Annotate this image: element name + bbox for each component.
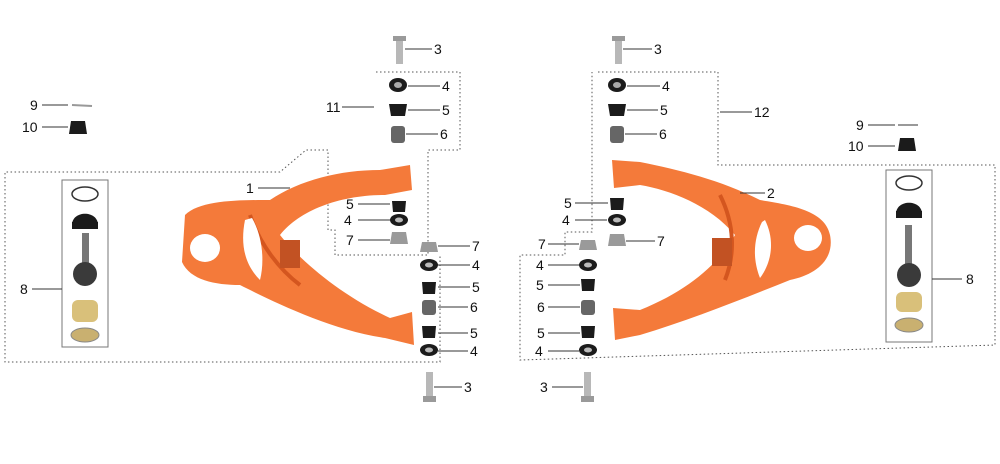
callout-3-right-bottom: 3 xyxy=(540,379,548,395)
callout-7-right-mid: 7 xyxy=(657,233,665,249)
left-ball-joint xyxy=(70,186,100,343)
right-top-stack xyxy=(608,36,626,143)
callout-3-left-bottom: 3 xyxy=(464,379,472,395)
callout-4-left-top: 4 xyxy=(442,78,450,94)
callout-8-left: 8 xyxy=(20,281,28,297)
callout-6-right-top: 6 xyxy=(659,126,667,142)
callout-5-right-top: 5 xyxy=(660,102,668,118)
callout-6-right-low: 6 xyxy=(537,299,545,315)
callout-7-left-mid: 7 xyxy=(346,232,354,248)
callout-4-right-bottom: 4 xyxy=(535,343,543,359)
left-assembly-outline xyxy=(4,71,461,363)
callout-5-left-top: 5 xyxy=(442,102,450,118)
callout-4-right-top: 4 xyxy=(662,78,670,94)
right-ball-joint-box xyxy=(885,169,933,343)
callout-9-right: 9 xyxy=(856,117,864,133)
callout-10-left: 10 xyxy=(22,119,38,135)
callout-9-left: 9 xyxy=(30,97,38,113)
left-cotter-pin xyxy=(71,104,93,107)
right-ball-joint xyxy=(894,175,924,333)
callout-12: 12 xyxy=(754,104,770,120)
callout-11: 11 xyxy=(326,99,341,115)
left-ball-joint-box xyxy=(61,179,109,348)
right-assembly-outline xyxy=(519,71,996,361)
callout-5-right-bottom: 5 xyxy=(537,325,545,341)
callout-5-left-bottom: 5 xyxy=(470,325,478,341)
left-control-arm xyxy=(182,165,414,345)
callout-7-right-low: 7 xyxy=(538,236,546,252)
callout-4-right-low: 4 xyxy=(536,257,544,273)
left-castle-nut xyxy=(69,121,87,134)
callout-4-left-low: 4 xyxy=(472,257,480,273)
callout-5-right-mid: 5 xyxy=(564,195,572,211)
left-top-stack xyxy=(389,36,407,143)
right-castle-nut xyxy=(898,138,916,151)
callout-1: 1 xyxy=(246,180,254,196)
leader-lines xyxy=(32,48,962,388)
callout-3-left-top: 3 xyxy=(434,41,442,57)
callout-5-left-mid: 5 xyxy=(346,196,354,212)
callout-8-right: 8 xyxy=(966,271,974,287)
callout-5-right-low: 5 xyxy=(536,277,544,293)
callout-5-left-low: 5 xyxy=(472,279,480,295)
callout-10-right: 10 xyxy=(848,138,864,154)
callout-3-right-top: 3 xyxy=(654,41,662,57)
callout-4-left-bottom: 4 xyxy=(470,343,478,359)
right-bottom-stack xyxy=(579,198,626,402)
callout-7-left-low: 7 xyxy=(472,238,480,254)
callout-6-left-top: 6 xyxy=(440,126,448,142)
right-control-arm xyxy=(612,160,831,340)
left-bottom-stack xyxy=(390,201,438,402)
callout-2: 2 xyxy=(767,185,775,201)
callout-4-right-mid: 4 xyxy=(562,212,570,228)
callout-6-left-low: 6 xyxy=(470,299,478,315)
callout-4-left-mid: 4 xyxy=(344,212,352,228)
